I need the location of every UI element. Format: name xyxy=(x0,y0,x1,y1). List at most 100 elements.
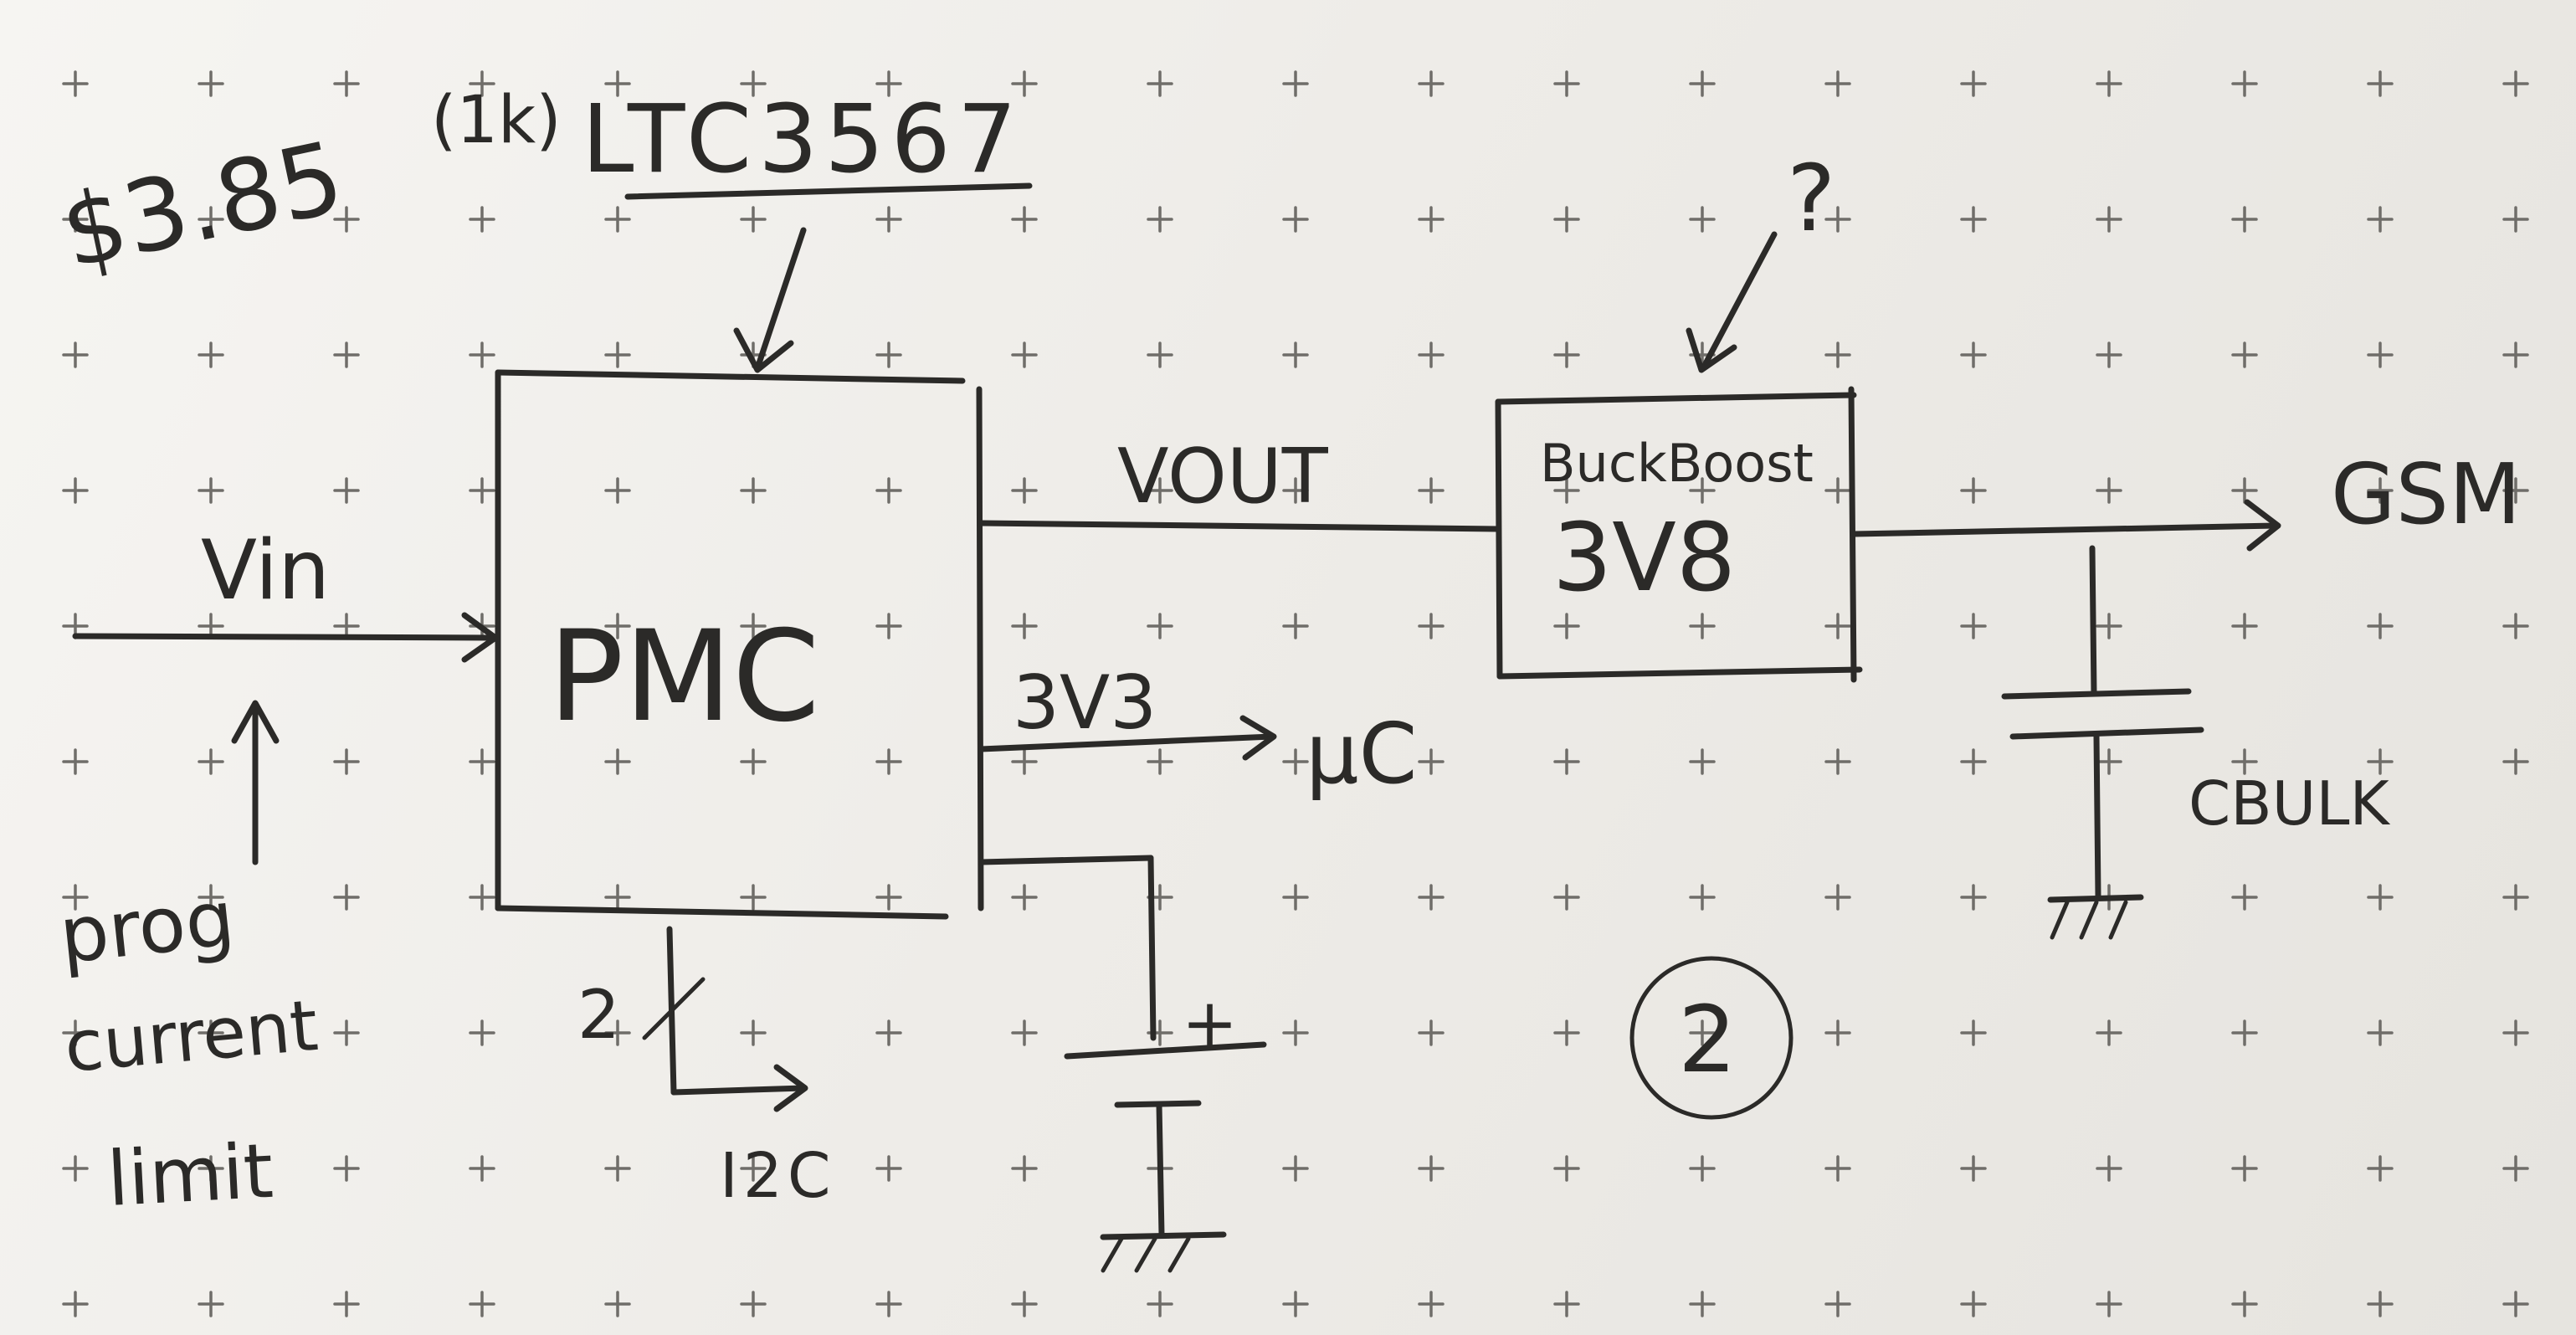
grid-mark xyxy=(604,884,631,911)
grid-mark xyxy=(469,341,495,368)
buckboost-voltage: 3V8 xyxy=(1552,504,1736,613)
grid-mark xyxy=(604,70,631,97)
grid-mark xyxy=(1418,748,1445,775)
grid-mark xyxy=(875,70,902,97)
grid-mark xyxy=(1553,1291,1580,1317)
grid-mark xyxy=(1960,477,1987,504)
grid-mark xyxy=(875,341,902,368)
grid-mark xyxy=(1824,1291,1851,1317)
bus-width-label: 2 xyxy=(577,976,620,1054)
grid-mark xyxy=(1011,748,1038,775)
grid-mark xyxy=(198,477,224,504)
grid-mark xyxy=(1689,70,1716,97)
grid-mark xyxy=(333,1291,360,1317)
gsm-label: GSM xyxy=(2331,445,2521,543)
grid-mark xyxy=(604,477,631,504)
grid-mark xyxy=(875,1291,902,1317)
grid-mark xyxy=(2096,748,2122,775)
grid-mark xyxy=(469,1019,495,1046)
gsm-output-arrow xyxy=(1850,499,2281,552)
grid-mark xyxy=(1960,748,1987,775)
grid-mark xyxy=(2502,884,2529,911)
grid-mark xyxy=(604,206,631,233)
grid-mark xyxy=(1282,206,1309,233)
grid-mark xyxy=(198,1155,224,1182)
grid-mark xyxy=(1147,206,1173,233)
grid-mark xyxy=(1689,1019,1716,1046)
grid-mark xyxy=(1553,341,1580,368)
grid-mark xyxy=(333,341,360,368)
grid-mark xyxy=(875,1019,902,1046)
grid-mark xyxy=(2367,70,2394,97)
grid-mark xyxy=(2502,1019,2529,1046)
3v3-label: 3V3 xyxy=(1013,660,1157,746)
battery-symbol xyxy=(978,855,1267,1273)
prog-label: prog xyxy=(55,874,239,981)
grid-mark xyxy=(2367,1291,2394,1317)
grid-mark xyxy=(1960,884,1987,911)
bulk-capacitor-symbol xyxy=(2001,545,2204,940)
grid-mark xyxy=(2231,1155,2258,1182)
grid-mark xyxy=(198,748,224,775)
vout-wire xyxy=(978,520,1501,532)
grid-mark xyxy=(1824,70,1851,97)
grid-mark xyxy=(1011,341,1038,368)
grid-mark xyxy=(333,477,360,504)
grid-mark xyxy=(1418,1155,1445,1182)
grid-mark xyxy=(1553,884,1580,911)
grid-mark xyxy=(1960,70,1987,97)
grid-mark xyxy=(1011,1019,1038,1046)
grid-mark xyxy=(2502,206,2529,233)
grid-mark xyxy=(740,884,767,911)
grid-mark xyxy=(1418,1019,1445,1046)
grid-mark xyxy=(740,748,767,775)
grid-mark xyxy=(333,748,360,775)
grid-mark xyxy=(198,70,224,97)
grid-mark xyxy=(1960,1291,1987,1317)
grid-mark xyxy=(62,70,89,97)
grid-mark xyxy=(1011,1291,1038,1317)
vout-label: VOUT xyxy=(1117,433,1329,521)
grid-mark xyxy=(1282,613,1309,639)
uc-label: µC xyxy=(1306,705,1417,803)
grid-mark xyxy=(2231,748,2258,775)
grid-mark xyxy=(469,70,495,97)
grid-mark xyxy=(62,884,89,911)
grid-mark xyxy=(1282,1291,1309,1317)
grid-mark xyxy=(2096,1155,2122,1182)
grid-mark xyxy=(2231,1291,2258,1317)
grid-mark xyxy=(2502,477,2529,504)
vin-label: Vin xyxy=(201,523,330,619)
page-number-circle xyxy=(1629,956,1793,1120)
grid-mark xyxy=(604,613,631,639)
grid-mark xyxy=(1689,748,1716,775)
i2c-label: I2C xyxy=(720,1140,836,1212)
grid-mark xyxy=(740,613,767,639)
grid-mark xyxy=(1147,70,1173,97)
grid-mark xyxy=(1960,206,1987,233)
grid-mark xyxy=(1418,70,1445,97)
grid-mark xyxy=(1689,1155,1716,1182)
grid-mark xyxy=(198,341,224,368)
grid-mark xyxy=(1960,1155,1987,1182)
grid-mark xyxy=(333,884,360,911)
grid-mark xyxy=(333,1019,360,1046)
grid-mark xyxy=(1147,1291,1173,1317)
grid-mark xyxy=(1282,1019,1309,1046)
grid-mark xyxy=(1418,341,1445,368)
grid-mark xyxy=(469,477,495,504)
grid-mark xyxy=(2502,748,2529,775)
grid-mark xyxy=(604,1155,631,1182)
grid-mark xyxy=(1282,748,1309,775)
grid-mark xyxy=(1553,613,1580,639)
grid-mark xyxy=(1418,206,1445,233)
current-label: current xyxy=(61,984,321,1088)
grid-mark xyxy=(604,341,631,368)
grid-mark xyxy=(1689,884,1716,911)
grid-mark xyxy=(198,884,224,911)
grid-mark xyxy=(2231,1019,2258,1046)
grid-mark xyxy=(1011,206,1038,233)
grid-mark xyxy=(1418,1291,1445,1317)
grid-mark xyxy=(740,1155,767,1182)
